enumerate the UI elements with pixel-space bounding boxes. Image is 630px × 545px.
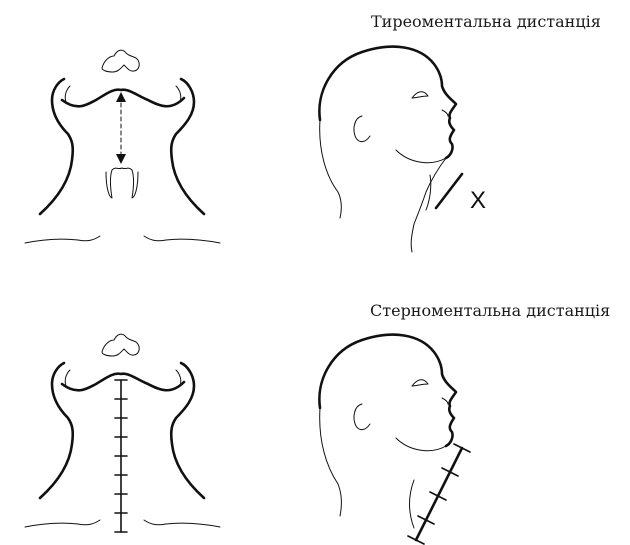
arrow-up-icon — [116, 92, 126, 102]
profile-head-illustration-top — [319, 47, 462, 252]
thyromental-marker-line — [436, 174, 462, 208]
arrow-down-icon — [116, 154, 126, 164]
sternomental-profile-ruler — [416, 448, 462, 540]
marker-x-label: X — [470, 187, 486, 214]
front-neck-illustration-bottom — [25, 334, 220, 532]
front-neck-illustration-top — [25, 50, 220, 243]
profile-head-illustration-bottom — [319, 335, 470, 544]
